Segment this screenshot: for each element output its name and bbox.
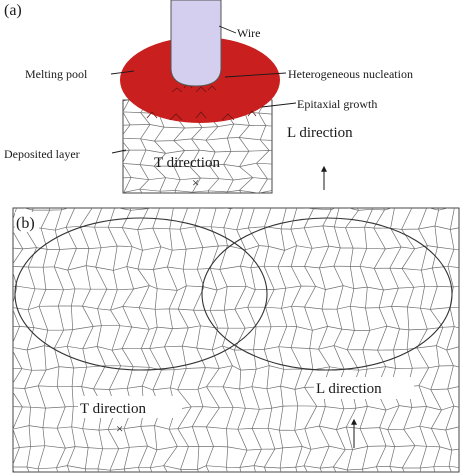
melting-pool-leader xyxy=(110,70,135,75)
grain-boundaries xyxy=(123,100,272,193)
panel-a: (a) Wire Melting pool Heterogeneous nucl… xyxy=(4,0,413,194)
panel-a-label: (a) xyxy=(4,2,22,19)
nucleation-label: Heterogeneous nucleation xyxy=(288,67,413,81)
epitaxial-leader xyxy=(261,102,297,108)
l-direction-label-b: L direction xyxy=(316,381,382,397)
panel-b-frame xyxy=(12,207,460,473)
epitaxial-label: Epitaxial growth xyxy=(297,97,377,111)
nucleation-leader xyxy=(224,72,287,78)
panel-b-grains xyxy=(13,208,459,472)
panel-b-label: (b) xyxy=(16,215,35,232)
wire-leader xyxy=(218,25,237,34)
wire xyxy=(170,0,222,87)
melt-pool-boundary-right xyxy=(201,217,453,371)
t-direction-marker-b: × xyxy=(116,421,123,436)
grain-boundaries xyxy=(13,208,459,472)
melting-pool-label: Melting pool xyxy=(25,67,88,81)
l-direction-label-a: L direction xyxy=(287,125,353,141)
t-direction-marker-a: × xyxy=(192,175,199,190)
t-direction-label-a: T direction xyxy=(154,155,220,171)
deposited-layer-label: Deposited layer xyxy=(4,147,80,161)
melt-pool-boundary-left xyxy=(14,217,268,371)
wire-label: Wire xyxy=(237,26,261,40)
deposited-layer-leader xyxy=(111,149,127,154)
t-direction-label-b: T direction xyxy=(80,401,146,417)
deposited-layer-grains xyxy=(123,100,272,193)
panel-b: (b) T direction × L direction xyxy=(12,207,460,473)
